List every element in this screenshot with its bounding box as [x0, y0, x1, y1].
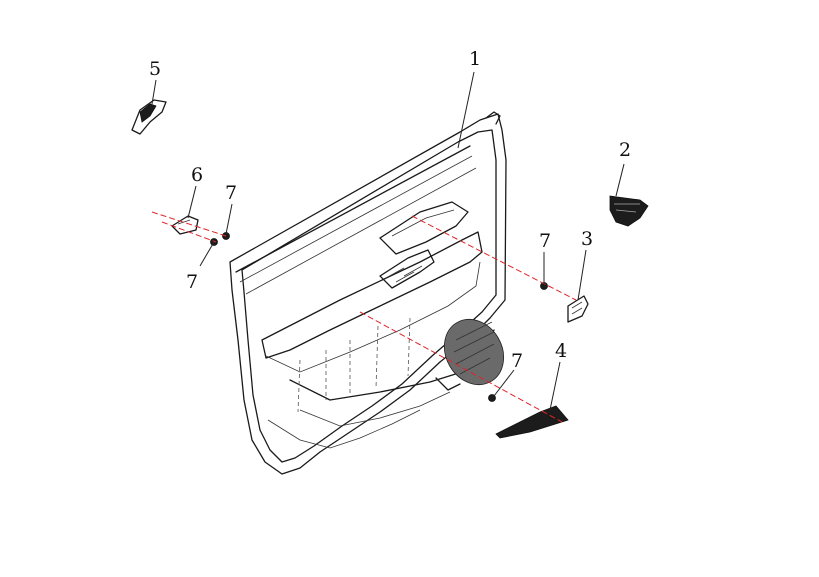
door-trim-panel [229, 111, 507, 475]
callout-1: 1 [469, 48, 482, 70]
pull-cup-cover [567, 295, 589, 323]
assembly-lines [151, 211, 577, 423]
callout-7-bracket-upper: 7 [225, 182, 238, 204]
callout-7-right: 7 [539, 230, 552, 252]
mirror-corner-cover [131, 99, 167, 135]
callout-7-lower: 7 [511, 350, 524, 372]
speaker-grille [495, 405, 569, 439]
handle-bezel-upper [609, 195, 649, 227]
callout-5: 5 [149, 58, 162, 80]
callout-4: 4 [555, 340, 568, 362]
callout-6: 6 [191, 164, 204, 186]
mounting-bracket [171, 215, 199, 235]
clip [210, 232, 548, 402]
callout-3: 3 [581, 228, 594, 250]
callout-2: 2 [619, 139, 632, 161]
callout-7-bracket-lower: 7 [186, 271, 199, 293]
leader-lines [151, 71, 625, 411]
